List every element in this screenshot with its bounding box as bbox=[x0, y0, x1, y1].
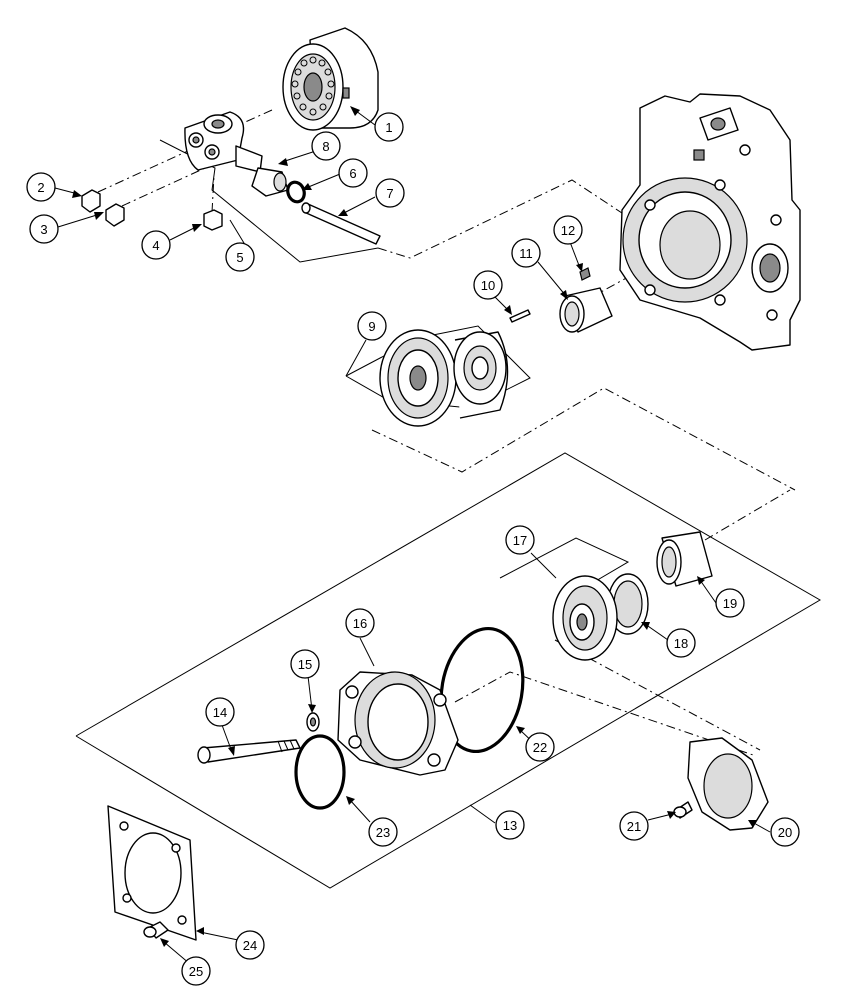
part-filter-canister bbox=[282, 27, 379, 131]
dash-16-to-22 bbox=[454, 671, 757, 757]
svg-text:20: 20 bbox=[778, 825, 792, 840]
part-tube bbox=[301, 202, 381, 245]
svg-text:11: 11 bbox=[519, 246, 533, 261]
callout-9: 9 bbox=[357, 311, 387, 341]
callout-8: 8 bbox=[311, 131, 341, 161]
part-screw-21 bbox=[673, 801, 693, 819]
svg-text:7: 7 bbox=[386, 186, 393, 201]
svg-text:3: 3 bbox=[40, 222, 47, 237]
part-retainer-20 bbox=[687, 737, 769, 831]
callout-18: 18 bbox=[666, 628, 696, 658]
part-plug-3 bbox=[105, 203, 125, 227]
svg-text:24: 24 bbox=[243, 938, 257, 953]
part-plug-2 bbox=[81, 189, 101, 213]
callout-11: 11 bbox=[511, 238, 541, 268]
part-gasket-24 bbox=[107, 805, 197, 941]
svg-text:15: 15 bbox=[298, 657, 312, 672]
callout-19: 19 bbox=[715, 588, 745, 618]
svg-text:5: 5 bbox=[236, 250, 243, 265]
dash-filter-to-head bbox=[231, 109, 273, 129]
svg-text:10: 10 bbox=[481, 278, 495, 293]
callout-5: 5 bbox=[225, 242, 255, 272]
part-bushing-11 bbox=[559, 287, 613, 333]
part-o-ring-22 bbox=[439, 626, 525, 754]
callouts: 1 2 3 4 5 6 7 8 9 10 11 12 13 14 15 16 1… bbox=[26, 112, 800, 986]
part-plug-4 bbox=[203, 209, 223, 231]
dash-head-to-housing bbox=[377, 179, 626, 259]
callout-16: 16 bbox=[345, 608, 375, 638]
callout-12: 12 bbox=[553, 215, 583, 245]
callout-24: 24 bbox=[235, 930, 265, 960]
dash-plug3 bbox=[121, 167, 206, 207]
callout-1: 1 bbox=[374, 112, 404, 142]
bracket-13 bbox=[75, 452, 821, 889]
part-bolt-14 bbox=[197, 739, 301, 764]
dash-19-to-housing bbox=[704, 489, 791, 541]
part-fitting bbox=[251, 167, 289, 197]
callout-17: 17 bbox=[505, 525, 535, 555]
part-o-ring-23 bbox=[294, 734, 346, 810]
callout-3: 3 bbox=[29, 214, 59, 244]
callout-7: 7 bbox=[375, 178, 405, 208]
callout-13: 13 bbox=[495, 810, 525, 840]
svg-text:22: 22 bbox=[533, 740, 547, 755]
svg-text:4: 4 bbox=[152, 238, 159, 253]
part-wear-plate-17 bbox=[552, 575, 618, 661]
svg-text:8: 8 bbox=[322, 139, 329, 154]
part-pin-10 bbox=[509, 309, 531, 323]
part-screw-25 bbox=[143, 921, 169, 939]
svg-text:17: 17 bbox=[513, 533, 527, 548]
svg-text:13: 13 bbox=[503, 818, 517, 833]
svg-text:21: 21 bbox=[627, 819, 641, 834]
callout-22: 22 bbox=[525, 732, 555, 762]
callout-15: 15 bbox=[290, 649, 320, 679]
svg-text:9: 9 bbox=[368, 319, 375, 334]
svg-text:2: 2 bbox=[37, 180, 44, 195]
svg-text:14: 14 bbox=[213, 705, 227, 720]
callout-25: 25 bbox=[181, 956, 211, 986]
dash-plug2 bbox=[97, 149, 191, 193]
part-gerotor-set bbox=[379, 329, 509, 427]
callout-23: 23 bbox=[368, 817, 398, 847]
svg-text:18: 18 bbox=[674, 636, 688, 651]
svg-text:12: 12 bbox=[561, 223, 575, 238]
part-pump-housing bbox=[619, 93, 801, 351]
svg-text:23: 23 bbox=[376, 825, 390, 840]
svg-text:1: 1 bbox=[385, 120, 392, 135]
callout-leaders bbox=[54, 106, 771, 965]
dash-plug4 bbox=[211, 175, 215, 213]
callout-21: 21 bbox=[619, 811, 649, 841]
part-key-12 bbox=[579, 267, 591, 281]
callout-10: 10 bbox=[473, 270, 503, 300]
callout-4: 4 bbox=[141, 230, 171, 260]
callout-6: 6 bbox=[338, 158, 368, 188]
svg-text:16: 16 bbox=[353, 616, 367, 631]
part-washer-15 bbox=[306, 712, 320, 732]
callout-20: 20 bbox=[770, 817, 800, 847]
part-end-cover-16 bbox=[337, 671, 459, 776]
svg-text:19: 19 bbox=[723, 596, 737, 611]
svg-text:25: 25 bbox=[189, 964, 203, 979]
svg-text:6: 6 bbox=[349, 166, 356, 181]
callout-2: 2 bbox=[26, 172, 56, 202]
part-filter-head bbox=[184, 111, 263, 173]
part-needle-bearing-19 bbox=[656, 531, 713, 587]
callout-14: 14 bbox=[205, 697, 235, 727]
part-o-ring-6 bbox=[286, 180, 306, 204]
